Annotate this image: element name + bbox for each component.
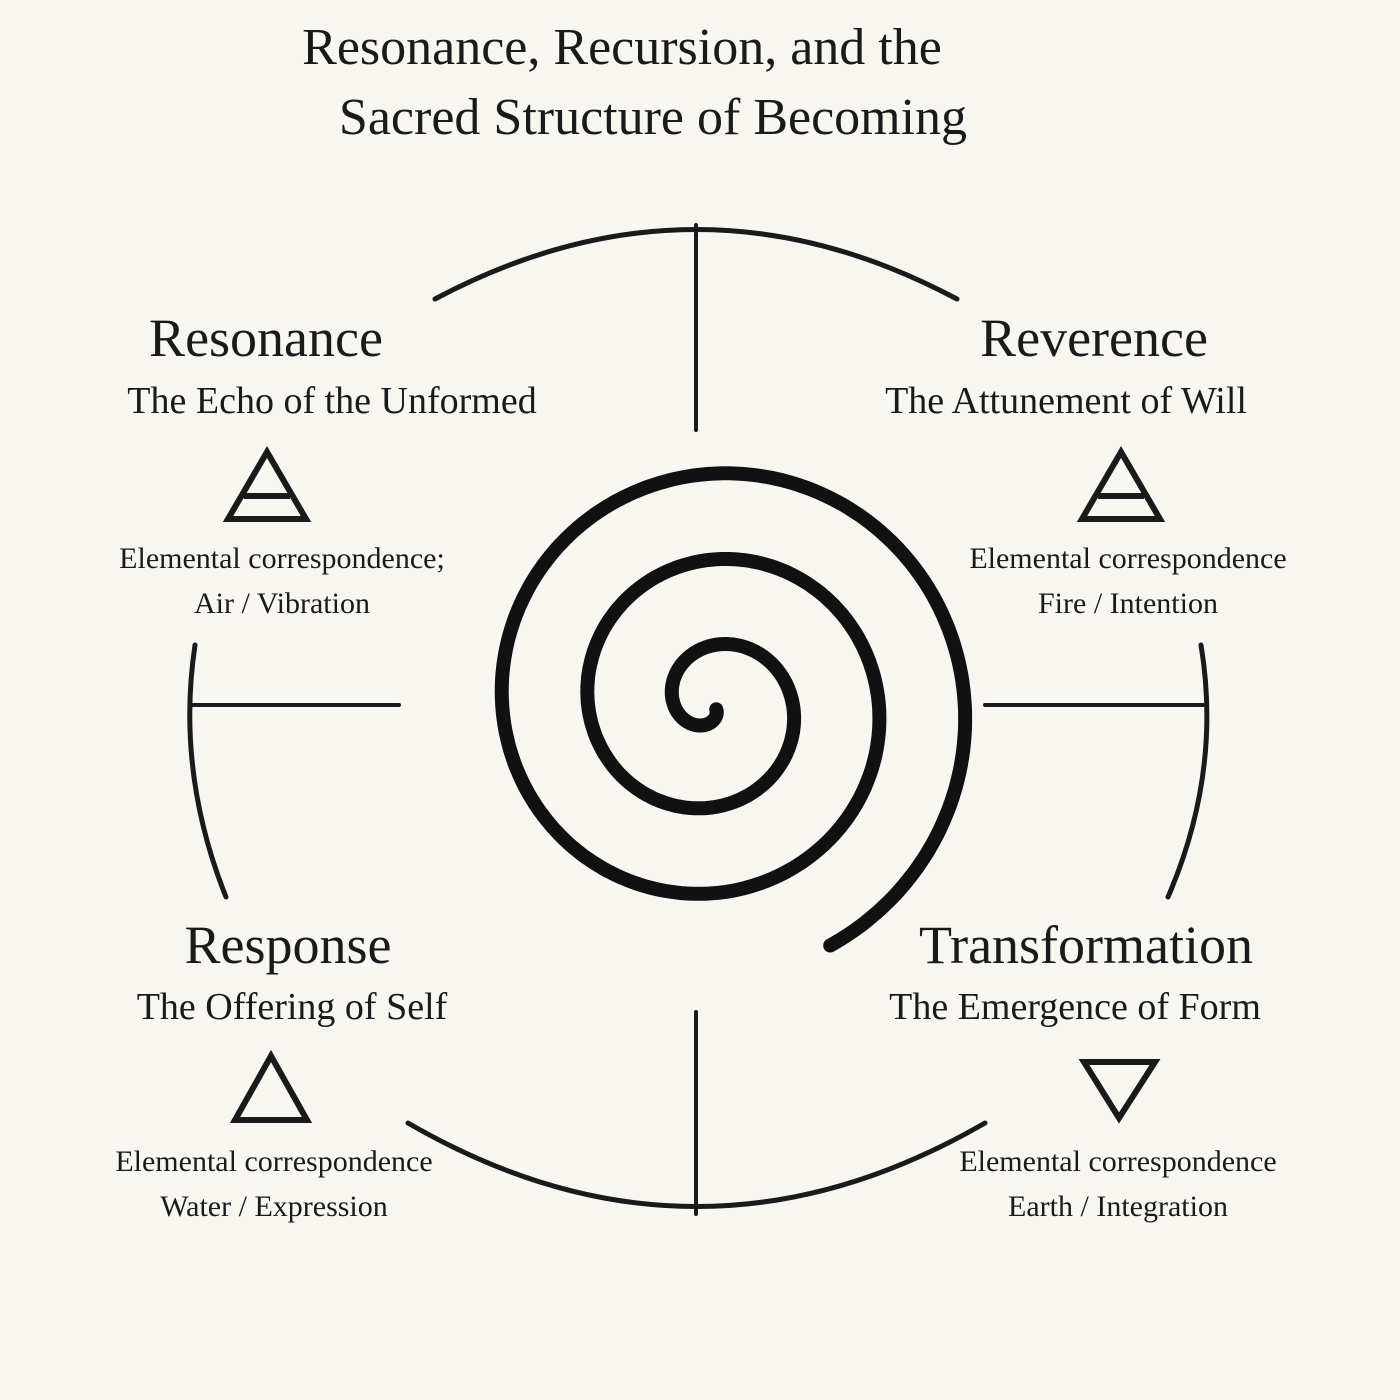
quadrant-title-reverence: Reverence	[980, 308, 1208, 368]
elemental-label: Elemental correspondence	[115, 1145, 433, 1178]
elemental-label: Elemental correspondence	[959, 1145, 1277, 1178]
quadrant-title-transformation: Transformation	[919, 915, 1253, 975]
elemental-label: Elemental correspondence	[969, 542, 1287, 575]
elemental-note-response: Elemental correspondence Water / Express…	[14, 1139, 534, 1229]
title-line-2: Sacred Structure of Becoming	[338, 89, 968, 146]
quadrant-subtitle-resonance: The Echo of the Unformed	[127, 380, 537, 422]
elemental-value: Earth / Integration	[1008, 1190, 1228, 1223]
outer-arc-left	[187, 642, 229, 900]
quadrant-subtitle-response: The Offering of Self	[136, 986, 448, 1028]
spiral-icon	[494, 466, 973, 953]
quadrant-subtitle-transformation: The Emergence of Form	[889, 986, 1261, 1028]
elemental-note-reverence: Elemental correspondence Fire / Intentio…	[868, 536, 1388, 626]
elemental-note-resonance: Elemental correspondence; Air / Vibratio…	[22, 536, 542, 626]
outer-arc-right	[1165, 642, 1210, 900]
triangle-down-icon	[1078, 1059, 1161, 1124]
title-line-1: Resonance, Recursion, and the	[302, 19, 942, 76]
elemental-note-transformation: Elemental correspondence Earth / Integra…	[858, 1139, 1378, 1229]
quadrant-subtitle-reverence: The Attunement of Will	[885, 380, 1247, 422]
triangle-up-icon	[229, 1049, 313, 1123]
quadrant-title-resonance: Resonance	[149, 308, 383, 368]
fire-triangle-icon	[1076, 446, 1166, 522]
elemental-value: Fire / Intention	[1038, 587, 1218, 620]
elemental-value: Air / Vibration	[194, 587, 370, 620]
air-triangle-icon	[222, 446, 312, 522]
elemental-value: Water / Expression	[160, 1190, 388, 1223]
elemental-label: Elemental correspondence;	[119, 542, 445, 575]
quadrant-title-response: Response	[184, 915, 392, 975]
